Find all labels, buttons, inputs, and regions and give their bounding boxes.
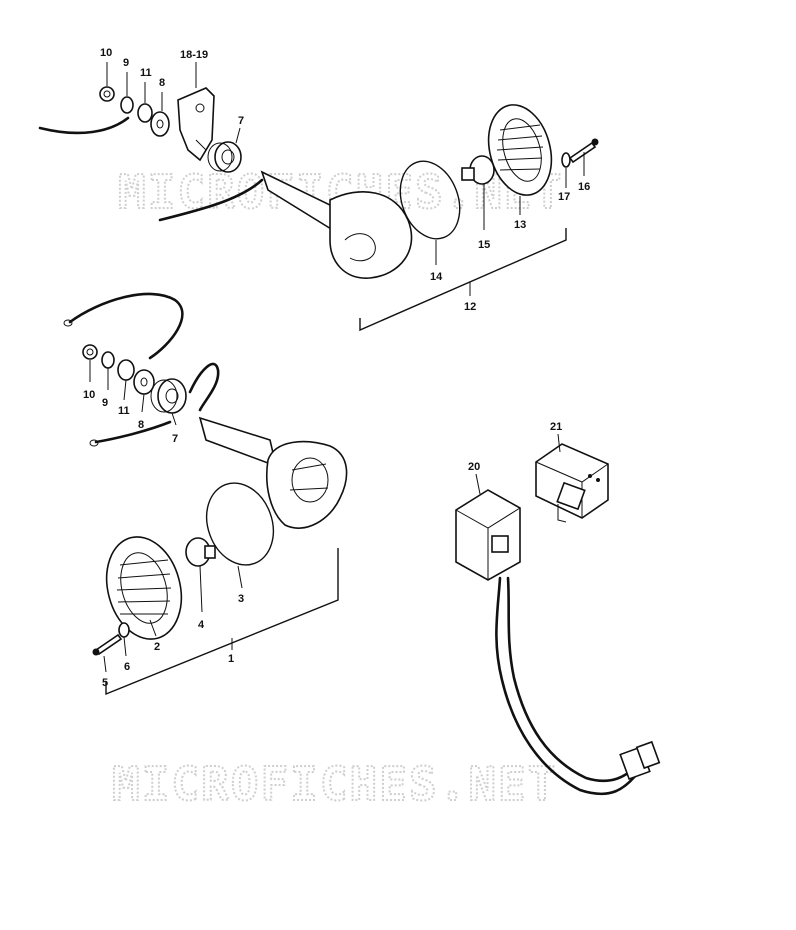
relay-assembly [455, 433, 661, 796]
middle-terminal [117, 359, 135, 381]
label-top-15: 15 [478, 239, 490, 251]
relay-20 [455, 489, 521, 581]
label-top-7: 7 [238, 115, 244, 127]
label-top-12: 12 [464, 301, 476, 313]
harness-connector [619, 740, 661, 781]
label-top-10: 10 [100, 47, 112, 59]
label-mid-5: 5 [102, 677, 108, 689]
top-screw [568, 141, 597, 164]
top-grommet [214, 141, 242, 173]
middle-screw-washer [118, 622, 130, 638]
label-top-16: 16 [578, 181, 590, 193]
middle-turn-signal-assembly [63, 292, 348, 696]
label-mid-8: 8 [138, 419, 144, 431]
middle-labels: 10 9 11 8 7 4 3 2 6 5 1 [83, 389, 244, 689]
top-turn-signal-assembly [38, 62, 599, 332]
label-right-20: 20 [468, 461, 480, 473]
label-mid-2: 2 [154, 641, 160, 653]
watermark-bottom: MICROFICHES.NET [112, 757, 557, 811]
middle-small-wire [188, 362, 220, 412]
top-labels: 10 9 11 8 18-19 7 17 16 13 15 14 12 [100, 47, 590, 313]
label-top-18-19: 18-19 [180, 49, 208, 61]
top-screw-washer [561, 152, 571, 168]
middle-lens [105, 536, 183, 640]
relay-harness [495, 576, 642, 796]
label-top-13: 13 [514, 219, 526, 231]
label-mid-7: 7 [172, 433, 178, 445]
middle-washer [133, 369, 155, 395]
top-lock-washer [120, 96, 134, 114]
middle-lock-washer [101, 351, 115, 369]
middle-group-bracket [105, 548, 339, 696]
top-lens [487, 104, 553, 196]
label-top-11: 11 [140, 67, 152, 79]
middle-housing-stem [198, 416, 278, 468]
label-top-8: 8 [159, 77, 165, 89]
top-bracket [177, 87, 215, 162]
middle-grommet [157, 378, 187, 414]
label-top-17: 17 [558, 191, 570, 203]
top-nut [99, 86, 115, 102]
top-terminal [137, 103, 153, 123]
middle-loop-wire [68, 292, 184, 360]
label-mid-3: 3 [238, 593, 244, 605]
middle-housing [266, 440, 348, 529]
label-mid-11: 11 [118, 405, 130, 417]
label-mid-1: 1 [228, 653, 234, 665]
top-wire [38, 116, 130, 135]
relay-21 [535, 443, 609, 523]
label-mid-4: 4 [198, 619, 205, 631]
top-gasket [399, 160, 461, 240]
right-labels: 20 21 [468, 421, 562, 473]
label-top-14: 14 [430, 271, 443, 283]
middle-nut [82, 344, 98, 360]
middle-gasket [205, 482, 275, 566]
top-washer [150, 111, 170, 137]
top-group-bracket [359, 228, 567, 332]
label-mid-9: 9 [102, 397, 108, 409]
middle-lead-wire [94, 420, 172, 444]
top-housing [329, 191, 413, 279]
label-mid-6: 6 [124, 661, 130, 673]
label-right-21: 21 [550, 421, 562, 433]
top-lower-wire [158, 178, 264, 222]
label-mid-10: 10 [83, 389, 95, 401]
label-top-9: 9 [123, 57, 129, 69]
middle-screw [94, 633, 123, 656]
